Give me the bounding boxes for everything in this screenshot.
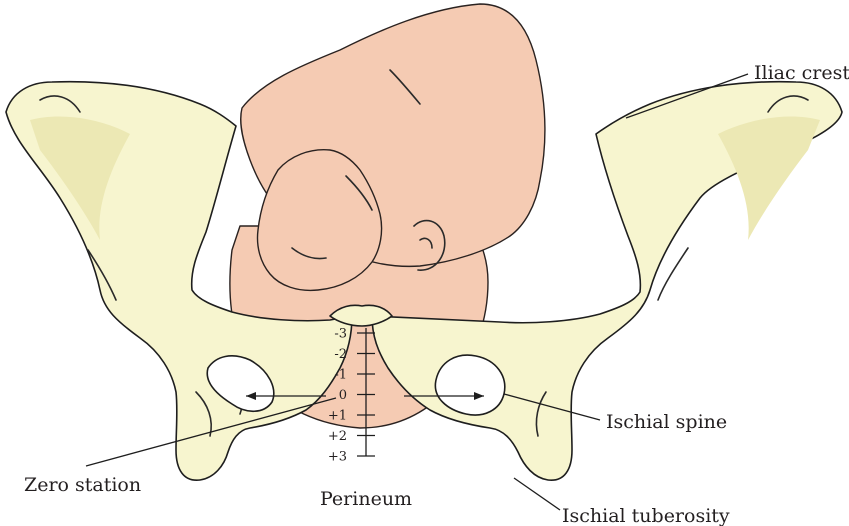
station-tick-label: -2 <box>334 347 347 362</box>
coccyx <box>329 304 393 327</box>
zero-station-leader <box>85 397 337 467</box>
zero-station-label: Zero station <box>24 474 141 496</box>
fetal-head-upper <box>240 3 546 292</box>
station-tick-label: +3 <box>328 450 347 465</box>
ischial-tuberosity-label: Ischial tuberosity <box>562 505 730 526</box>
left-arrowhead <box>246 392 256 400</box>
right-arrowhead <box>474 392 484 400</box>
station-tick-label: +1 <box>328 409 347 424</box>
station-tick-label: +2 <box>328 429 347 444</box>
iliac-crest-leader <box>625 73 749 119</box>
zero-station-arrows <box>246 392 484 400</box>
perineum-label: Perineum <box>320 488 412 510</box>
right-hip-bone <box>371 80 843 481</box>
ischial-spine-label: Ischial spine <box>606 411 727 433</box>
station-tick-label: -3 <box>334 327 347 342</box>
station-scale: -3 -2 -1 0 +1 +2 +3 <box>328 327 375 465</box>
station-tick-label: 0 <box>339 388 347 403</box>
left-hip-bone <box>5 80 353 481</box>
iliac-crest-label: Iliac crest <box>754 62 849 84</box>
station-tick-label: -1 <box>334 368 347 383</box>
ischial-spine-leader <box>503 393 601 421</box>
ischial-tuberosity-leader <box>513 477 561 511</box>
